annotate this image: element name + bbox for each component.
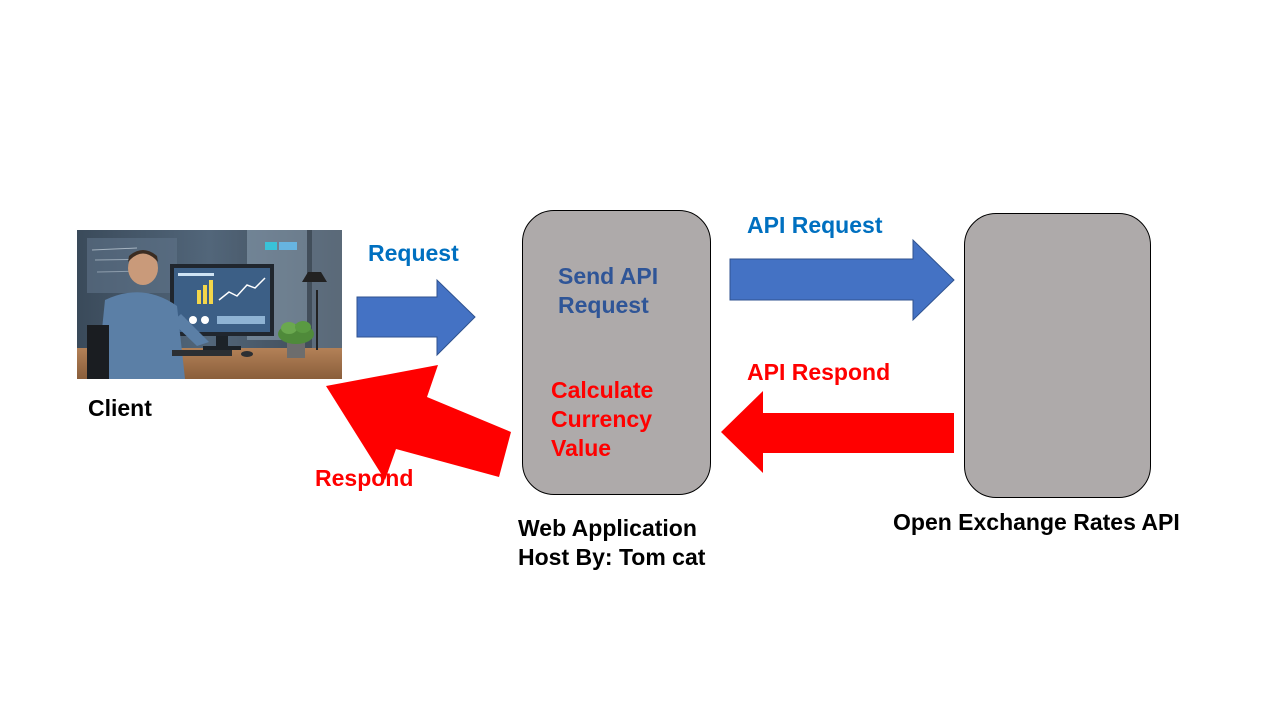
web-app-caption-line2: Host By: Tom cat: [518, 544, 706, 570]
api-request-label: API Request: [747, 212, 883, 238]
api-provider-caption: Open Exchange Rates API: [893, 509, 1180, 535]
web-app-box: [522, 210, 711, 495]
request-arrow: [356, 278, 476, 357]
calculate-currency-value-text: Calculate Currency Value: [551, 377, 654, 461]
web-app-caption-line1: Web Application: [518, 515, 697, 541]
api-request-arrow: [729, 238, 955, 322]
api-respond-label: API Respond: [747, 359, 891, 385]
api-provider-box: [964, 213, 1151, 498]
api-respond-arrow: [721, 391, 954, 473]
respond-label: Respond: [315, 465, 414, 491]
request-label: Request: [368, 240, 459, 266]
client-photo: [77, 230, 342, 379]
respond-arrow: [326, 365, 511, 480]
send-api-request-text: Send API Request: [558, 263, 659, 318]
client-label: Client: [88, 395, 152, 421]
